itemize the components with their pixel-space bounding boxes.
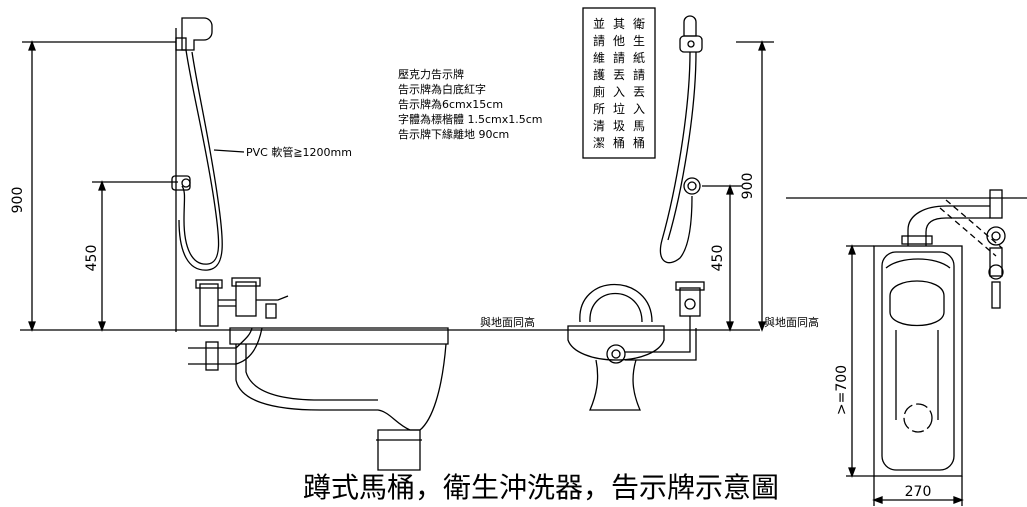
plan-pan-inner: [881, 251, 955, 471]
note-line: 告示牌為6cmx15cm: [398, 97, 503, 111]
sign-board: [582, 7, 656, 159]
sign-column: 並請維護廁所清潔: [593, 17, 605, 150]
middle-450-arrow-top: [726, 184, 734, 195]
middle-flush-valve: [679, 287, 701, 317]
middle-hose: [659, 51, 693, 264]
middle-900-arrow-bottom: [758, 321, 766, 332]
plan-inlet-flange: [901, 235, 933, 245]
middle-spray-holder: [679, 35, 703, 53]
plan-700-arrow-top: [848, 244, 856, 255]
left-spray-holder: [175, 37, 187, 51]
plan-dashed-pipe: [939, 199, 1003, 257]
left-450-label: 450: [84, 245, 100, 272]
middle-hose-inner: [667, 51, 697, 241]
left-flush-valve-body-2: [235, 281, 257, 317]
plan-270-arrow-right: [953, 496, 964, 504]
sign-column-text: 並請維護廁所清潔: [593, 17, 605, 150]
note-line: 告示牌下緣離地 90cm: [398, 127, 509, 141]
left-flush-valve-cap-2: [231, 277, 261, 287]
sign-column: 其他請丟入垃圾桶: [613, 17, 625, 150]
middle-pan-hood-inner: [589, 292, 643, 323]
left-floor-label: 與地面同高: [480, 315, 535, 329]
middle-front-view: [540, 15, 774, 411]
left-flush-nut: [265, 303, 277, 319]
plan-pan-bowl: [889, 280, 945, 327]
middle-supply-pipe: [625, 328, 697, 361]
plan-valve-body: [989, 247, 1003, 277]
middle-spray-head: [683, 15, 697, 37]
left-flush-valve-body: [199, 283, 219, 327]
middle-pan-inlet: [606, 344, 626, 364]
left-inlet-coupling: [205, 341, 219, 371]
note-line: 字體為標楷體 1.5cmx1.5cm: [398, 112, 543, 126]
plan-valve-wheel-core: [991, 231, 1001, 241]
diagram-title: 蹲式馬桶，衛生沖洗器，告示牌示意圖: [303, 471, 779, 504]
left-trap-outlet: [377, 429, 421, 471]
left-flush-handle: [256, 295, 289, 301]
middle-flush-valve-cap: [675, 281, 705, 291]
left-hose-leader: [213, 149, 245, 153]
left-900-label: 900: [10, 187, 26, 214]
plan-pan-hood-curve: [885, 258, 951, 269]
left-pan-body: [235, 343, 447, 431]
left-flush-pipe: [218, 299, 236, 307]
middle-pan-foot: [589, 359, 641, 411]
plan-inlet-pipe: [907, 205, 990, 246]
plan-270-arrow-left: [872, 496, 883, 504]
sign-board-frame: [582, 7, 656, 159]
middle-900-arrow-top: [758, 40, 766, 51]
middle-floor-label: 與地面同高: [764, 315, 819, 329]
plan-pan-outer: [873, 245, 963, 477]
left-side-view: [20, 17, 540, 471]
plan-700-label: >=700: [834, 365, 850, 415]
sign-column-text: 衛生紙請丟入馬桶: [633, 17, 645, 150]
middle-450-arrow-bottom: [726, 321, 734, 332]
middle-pan-hood: [579, 283, 653, 323]
middle-spray-holder-dot: [687, 40, 695, 48]
middle-pan-inlet-core: [611, 349, 621, 359]
plan-drain-ring: [903, 403, 933, 433]
plan-valve-wheel: [986, 226, 1006, 246]
left-900-arrow-bottom: [28, 321, 36, 332]
sign-column: 衛生紙請丟入馬桶: [633, 17, 645, 150]
left-inlet-pipe: [188, 347, 236, 365]
left-pan-inner: [245, 344, 378, 401]
middle-450-label: 450: [710, 245, 726, 272]
left-pan-rim: [229, 327, 449, 345]
note-line: 壓克力告示牌: [398, 67, 464, 81]
middle-wall-valve-inner: [687, 181, 697, 191]
middle-pan-rim: [567, 325, 665, 361]
left-angle-valve: [171, 175, 191, 191]
left-inlet-elbow: [235, 327, 263, 365]
left-hose: [181, 49, 220, 265]
left-valve-knob: [181, 178, 191, 188]
middle-wall-valve-outer: [683, 177, 701, 195]
middle-900-label: 900: [740, 173, 756, 200]
note-line: 告示牌為白底紅字: [398, 82, 486, 96]
left-450-arrow-top: [98, 180, 106, 191]
left-spray-head: [181, 17, 213, 51]
plan-valve-top: [989, 189, 1003, 219]
middle-flush-valve-dial: [684, 298, 696, 310]
plan-pan-channel: [895, 330, 939, 420]
left-hose-inner: [178, 51, 223, 271]
plan-270-label: 270: [905, 484, 932, 500]
plan-700-arrow-bottom: [848, 467, 856, 478]
left-flush-valve-cap: [195, 279, 223, 289]
left-hose-label: PVC 軟管≧1200mm: [246, 145, 352, 159]
left-900-arrow-top: [28, 40, 36, 51]
left-450-arrow-bottom: [98, 321, 106, 332]
plan-valve-lower: [988, 264, 1004, 280]
right-plan-view: [786, 189, 1027, 506]
installation-notes: 壓克力告示牌 告示牌為白底紅字 告示牌為6cmx15cm 字體為標楷體 1.5c…: [398, 67, 543, 141]
plan-valve-tail: [991, 281, 1001, 309]
sign-column-text: 其他請丟入垃圾桶: [613, 17, 625, 150]
